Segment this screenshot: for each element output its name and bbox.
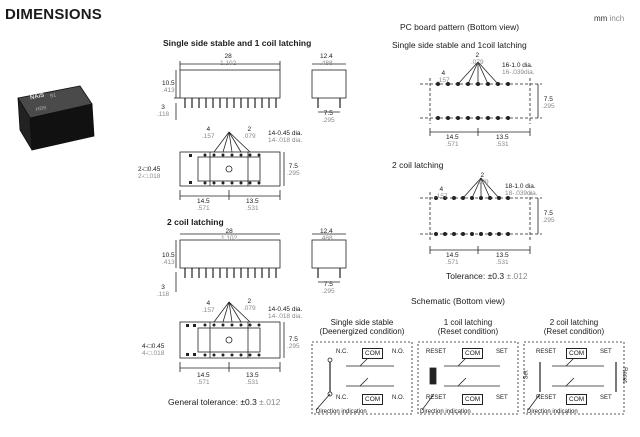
s1-dim-width: 12.4.488 (320, 53, 333, 67)
s1-direction: Direction indication (316, 409, 367, 415)
s1-dim-135: 13.5.531 (246, 198, 259, 212)
section2-side-view (175, 233, 281, 292)
section1-heading: Single side stable and 1 coil latching (163, 38, 312, 48)
p2-dim-75: 7.5.295 (542, 210, 555, 224)
section1-bottom-view (179, 131, 285, 200)
p2-dim-145: 14.5.571 (446, 252, 459, 266)
section2-end-view (311, 233, 347, 283)
s2-dim-foot: 7.5.295 (322, 281, 335, 295)
s2-dim-height: 10.5.413 (162, 252, 175, 266)
s3-set-bottom: SET (600, 395, 612, 401)
schematic-1coil (417, 341, 519, 415)
relay-photo (17, 85, 95, 151)
s1-no-bottom: N.O. (392, 395, 405, 401)
s2-set-top: SET (496, 349, 508, 355)
pcb-sub2: 2 coil latching (392, 160, 444, 170)
schematic-heading: Schematic (Bottom view) (411, 296, 505, 306)
schematic-2coil (523, 341, 625, 415)
p2-dim-dia: 18-1.0 dia.18-.039dia. (505, 183, 538, 197)
s3-com-top: COM (566, 348, 588, 359)
s1-com-bottom: COM (362, 394, 384, 405)
s1-dim-pin: 3.118 (157, 104, 170, 118)
relay-marking: S1 (49, 92, 57, 100)
general-tolerance: General tolerance: ±0.3 ±.012 (168, 397, 281, 407)
s1-dim-145: 14.5.571 (197, 198, 210, 212)
s2-dim-145: 14.5.571 (197, 372, 210, 386)
s2-reset-bottom: RESET (426, 395, 447, 401)
s3-com-bottom: COM (566, 394, 588, 405)
s3-reset-vertical: Reset (620, 367, 627, 383)
s1-dim-height: 10.5.413 (162, 80, 175, 94)
s2-dim-4: 4.157 (202, 300, 215, 314)
units-inch: inch (609, 14, 625, 23)
p1-dim-4: 4.157 (437, 70, 450, 84)
s2-com-top: COM (462, 348, 484, 359)
p1-dim-dia: 16-1.0 dia.16-.039dia. (502, 62, 535, 76)
page-title: DIMENSIONS (5, 6, 103, 23)
s3-set-top: SET (600, 349, 612, 355)
s1-dim-4: 4.157 (202, 126, 215, 140)
p2-dim-2: 2.079 (476, 172, 489, 186)
schematic-3-title: 2 coil latching(Reset condition) (543, 318, 605, 336)
schematic-2-title: 1 coil latching(Reset condition) (437, 318, 499, 336)
s1-no-top: N.O. (392, 349, 405, 355)
s3-reset-top: RESET (536, 349, 557, 355)
s2-direction: Direction indication (420, 409, 471, 415)
s2-dim-width: 12.4.488 (320, 228, 333, 242)
s1-nc-top: N.C. (336, 349, 348, 355)
units-mm: mm (594, 14, 608, 23)
s3-direction: Direction indication (527, 409, 578, 415)
s2-reset-top: RESET (426, 349, 447, 355)
section1-end-view (311, 63, 347, 113)
pcb-pattern-1 (420, 61, 542, 136)
s2-dim-2: 2.079 (243, 298, 256, 312)
p2-dim-135: 13.5.531 (496, 252, 509, 266)
pcb-tolerance: Tolerance: ±0.3 ±.012 (446, 271, 528, 281)
pcb-pattern-2 (420, 177, 542, 254)
s3-set-vertical: Set (523, 370, 530, 380)
schematic-single-side (311, 341, 413, 415)
s1-com-top: COM (362, 348, 384, 359)
units-label: mm inch (594, 14, 624, 23)
s2-set-bottom: SET (496, 395, 508, 401)
s1-dim-dia: 14-0.45 dia.14-.018 dia. (268, 130, 303, 144)
pcb-heading: PC board pattern (Bottom view) (400, 22, 520, 32)
s2-com-bottom: COM (462, 394, 484, 405)
pcb-sub1: Single side stable and 1coil latching (392, 40, 527, 50)
s1-dim-2: 2.079 (243, 126, 256, 140)
s1-dim-foot: 7.5.295 (322, 110, 335, 124)
p2-dim-4: 4.157 (435, 186, 448, 200)
p1-dim-135: 13.5.531 (496, 134, 509, 148)
p1-dim-145: 14.5.571 (446, 134, 459, 148)
s1-nc-bottom: N.C. (336, 395, 348, 401)
s2-dim-135: 13.5.531 (246, 372, 259, 386)
s1-dim-75: 7.5.295 (287, 163, 300, 177)
section2-heading: 2 coil latching (167, 217, 224, 227)
s3-reset-bottom: RESET (536, 395, 557, 401)
s2-dim-75: 7.5.295 (287, 336, 300, 350)
p1-dim-2: 2.079 (471, 52, 484, 66)
s2-dim-pin: 3.118 (157, 284, 170, 298)
s2-dim-dia: 14-0.45 dia.14-.018 dia. (268, 306, 303, 320)
section1-side-view (174, 61, 281, 120)
p1-dim-75: 7.5.295 (542, 96, 555, 110)
section2-bottom-view (179, 301, 285, 372)
schematic-1-title: Single side stable(Deenergized condition… (319, 318, 405, 336)
